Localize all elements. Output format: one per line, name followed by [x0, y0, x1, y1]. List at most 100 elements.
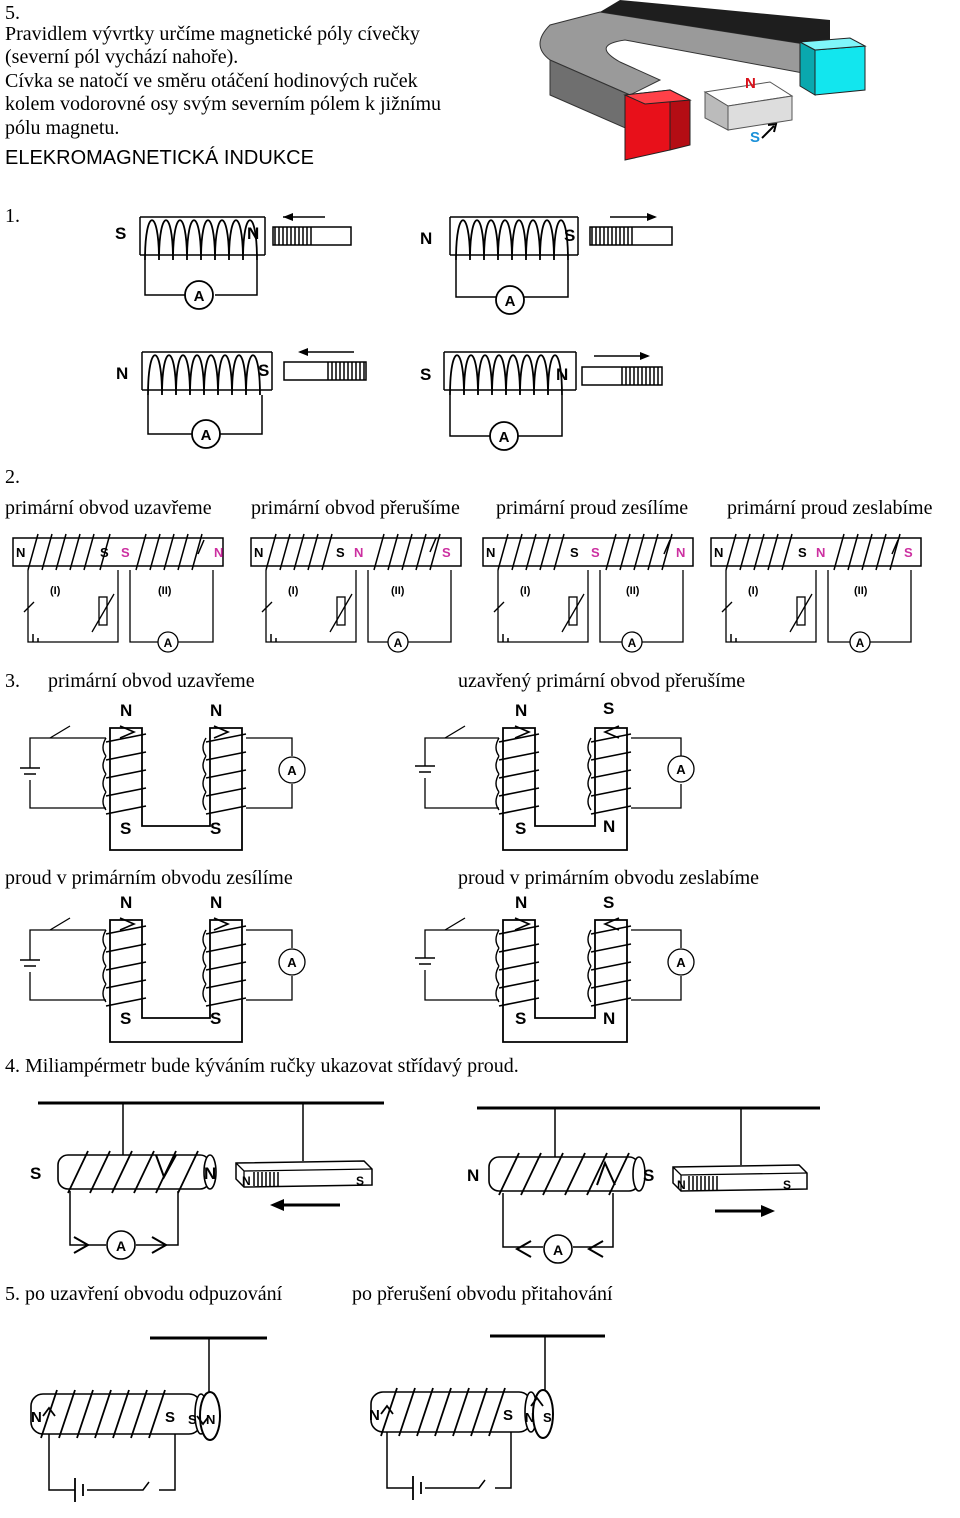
section-number: 3. — [5, 670, 20, 692]
caption: primární obvod uzavřeme — [5, 497, 212, 519]
pole-label: N — [369, 1407, 380, 1424]
u-core-diagram-4: N S S N A — [415, 893, 695, 1043]
text-line: (severní pól vychází nahoře). — [5, 46, 239, 68]
text-line: pólu magnetu. — [5, 117, 120, 139]
pole-label: N — [16, 545, 25, 560]
pole-label: N — [525, 1410, 534, 1425]
ammeter-label: A — [505, 293, 516, 310]
ring-attraction-diagram: N S N S — [369, 1334, 605, 1500]
pole-label: S — [515, 819, 526, 838]
section-number: 1. — [5, 205, 20, 227]
pole-label: S — [591, 545, 600, 560]
caption: primární obvod uzavřeme — [48, 670, 255, 692]
ammeter-label: A — [116, 1238, 126, 1254]
pole-label: N — [714, 545, 723, 560]
caption: proud v primárním obvodu zesílíme — [5, 867, 293, 889]
section-number: 5. — [5, 2, 20, 24]
ammeter-label: A — [194, 288, 205, 305]
induction-diagram-4: A S N — [420, 351, 663, 451]
pole-label: S — [643, 1166, 654, 1185]
pole-label: S — [904, 545, 913, 560]
ammeter-label: A — [628, 636, 637, 650]
text-line: Cívka se natočí ve směru otáčení hodinov… — [5, 70, 418, 92]
pole-label: S — [30, 1164, 41, 1183]
magnet-south-label: S — [783, 1178, 791, 1192]
hanging-coil-diagram-2: N S A N S — [467, 1106, 820, 1264]
pole-label: S — [120, 1009, 131, 1028]
pole-label: N — [603, 817, 615, 836]
pole-label: S — [188, 1412, 197, 1427]
ring-repulsion-diagram: N S S N — [30, 1336, 267, 1502]
pole-label: N — [486, 545, 495, 560]
pole-label: N — [354, 545, 363, 560]
induction-diagram-1: A S N — [115, 213, 352, 310]
u-core-diagram-1: N N S S A — [20, 701, 306, 851]
ammeter-label: A — [287, 955, 297, 970]
caption: po přerušení obvodu přitahování — [352, 1283, 613, 1305]
pole-label: S — [336, 545, 345, 560]
pole-label: S — [115, 224, 126, 243]
pole-label: N — [31, 1409, 42, 1426]
pole-label: N — [515, 701, 527, 720]
text-line: kolem vodorovné osy svým severním pólem … — [5, 93, 442, 115]
ammeter-label: A — [676, 955, 686, 970]
pole-label: N — [214, 545, 223, 560]
coil-north-label: N — [745, 75, 756, 92]
pole-label: N — [247, 224, 259, 243]
pole-label: S — [210, 819, 221, 838]
pole-label: S — [515, 1009, 526, 1028]
pole-label: N — [210, 893, 222, 912]
ammeter-label: A — [394, 636, 403, 650]
pole-label: N — [603, 1009, 615, 1028]
pole-label: N — [116, 364, 128, 383]
pole-label: N — [210, 701, 222, 720]
section-heading: ELEKROMAGNETICKÁ INDUKCE — [5, 147, 314, 169]
text-line: Pravidlem vývrtky určíme magnetické póly… — [5, 23, 420, 45]
pole-label: S — [442, 545, 451, 560]
circuit-label: (I) — [288, 585, 299, 597]
pole-label: N — [206, 1412, 215, 1427]
pole-label: N — [420, 229, 432, 248]
pole-label: N — [676, 545, 685, 560]
induction-diagram-2: A N S — [420, 213, 673, 315]
pole-label: N — [556, 365, 568, 384]
pole-label: S — [210, 1009, 221, 1028]
caption: uzavřený primární obvod přerušíme — [458, 670, 746, 692]
ammeter-label: A — [856, 636, 865, 650]
ammeter-label: A — [287, 763, 297, 778]
transformer-diagram-1: N S S N A (I) (II) — [12, 533, 224, 653]
pole-label: S — [570, 545, 579, 560]
u-core-diagram-3: N N S S A — [20, 893, 306, 1043]
pole-label: S — [564, 226, 575, 245]
ammeter-label: A — [164, 636, 173, 650]
transformer-diagram-4: N S N S A (I) (II) — [710, 533, 922, 653]
pole-label: N — [120, 701, 132, 720]
pole-label: S — [121, 545, 130, 560]
pole-label: S — [120, 819, 131, 838]
induction-diagram-3: A N S — [116, 348, 367, 449]
pole-label: S — [603, 699, 614, 718]
magnet-north-label: N — [677, 1178, 686, 1192]
ammeter-label: A — [201, 427, 212, 444]
circuit-label: (II) — [626, 585, 640, 597]
u-core-diagram-2: N S S N A — [415, 699, 695, 851]
magnet-north-label: N — [242, 1174, 251, 1188]
pole-label: N — [204, 1164, 216, 1183]
circuit-label: (II) — [854, 585, 868, 597]
transformer-diagram-3: N S S N A (I) (II) — [482, 533, 694, 653]
pole-label: S — [165, 1409, 175, 1426]
section-number: 2. — [5, 466, 20, 488]
magnet-south-label: S — [356, 1174, 364, 1188]
pole-label: S — [603, 893, 614, 912]
pole-label: S — [420, 365, 431, 384]
circuit-label: (I) — [520, 585, 531, 597]
caption: 5. po uzavření obvodu odpuzování — [5, 1283, 283, 1305]
circuit-label: (II) — [158, 585, 172, 597]
transformer-diagram-2: N S N S A (I) (II) — [250, 533, 462, 653]
ammeter-label: A — [676, 762, 686, 777]
pole-label: N — [254, 545, 263, 560]
ammeter-label: A — [553, 1242, 563, 1258]
coil-south-label: S — [750, 129, 760, 146]
pole-label: N — [515, 893, 527, 912]
pole-label: S — [543, 1410, 552, 1425]
